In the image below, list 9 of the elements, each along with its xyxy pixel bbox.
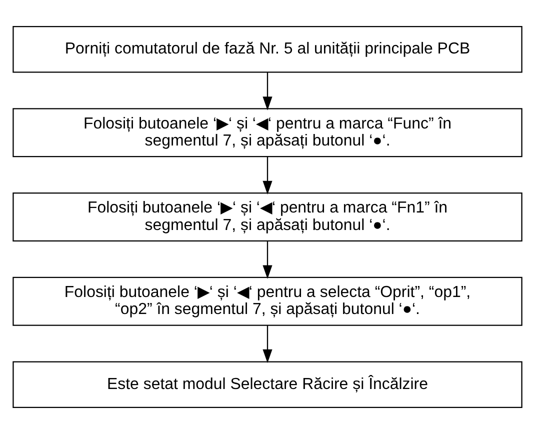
arrow (262, 72, 272, 110)
node-box: Folosiți butoanele ‘▶‘ și ‘◀‘ pentru a selecta “Oprit”, “op1”, “op2” în segmentul 7, și apăsați butonul ‘●‘. (12, 276, 522, 326)
arrow (262, 326, 272, 364)
arrow (262, 241, 272, 279)
arrow (262, 156, 272, 195)
node-box: Folosiți butoanele ‘▶‘ și ‘◀‘ pentru a marca “Func” în segmentul 7, și apăsați butonul ‘●‘. (12, 108, 522, 158)
node-box: Folosiți butoanele ‘▶‘ și ‘◀‘ pentru a marca “Fn1” în segmentul 7, și apăsați butonul ‘●‘. (12, 192, 522, 242)
node-box: Porniți comutatorul de fază Nr. 5 al unității principale PCB (12, 26, 522, 73)
node-box: Este setat modul Selectare Răcire și Încălzire (12, 361, 522, 408)
